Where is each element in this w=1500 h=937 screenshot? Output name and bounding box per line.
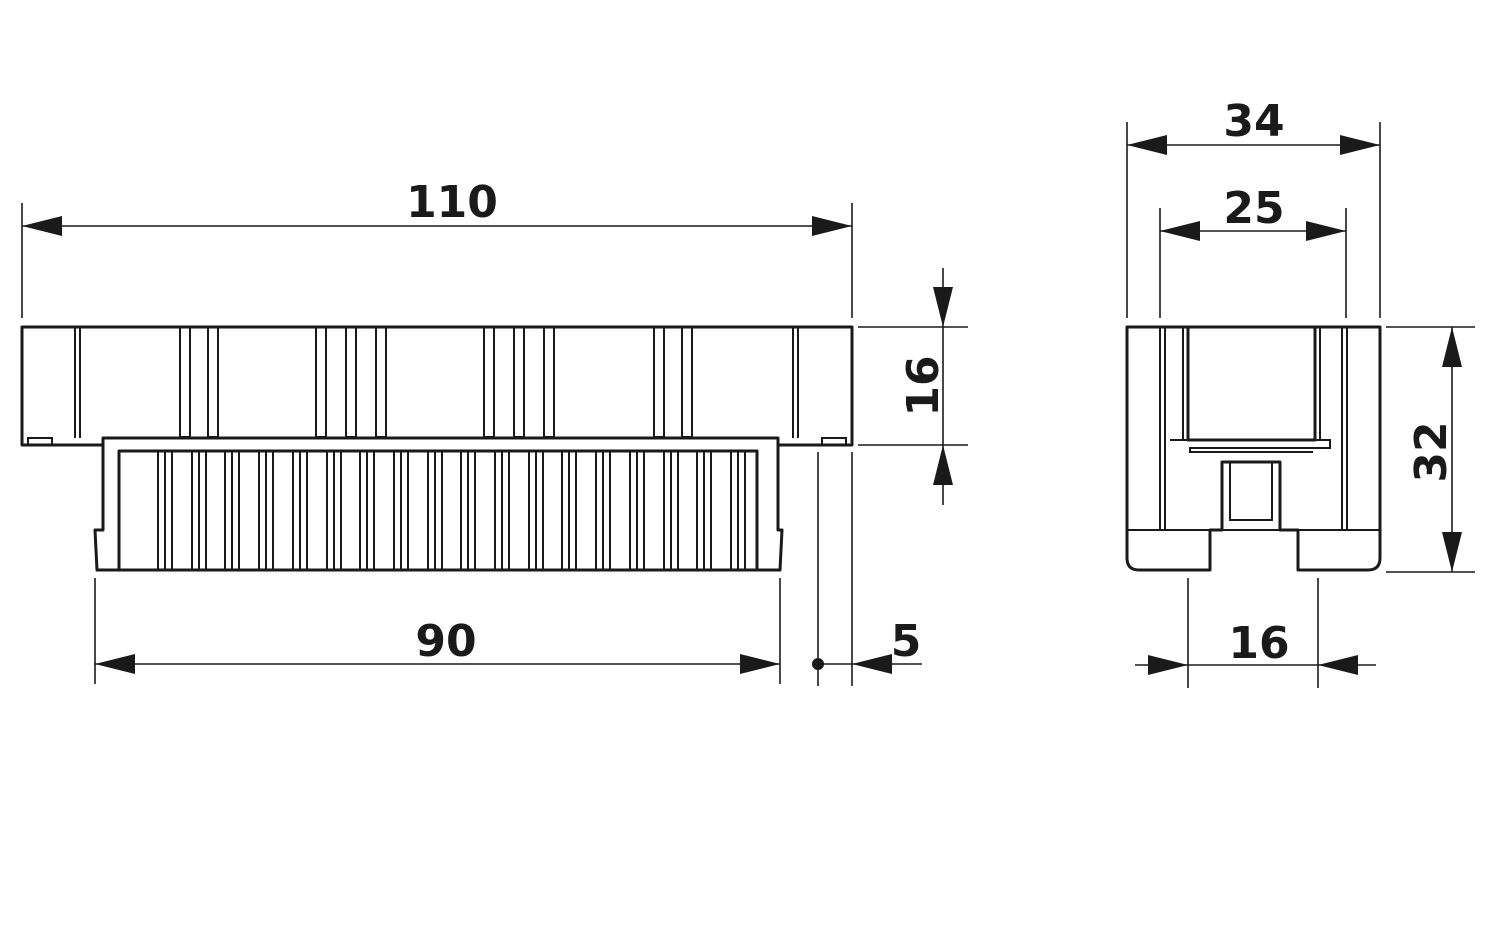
slot: [543, 326, 555, 438]
arrow-head: [22, 216, 62, 236]
arrow-head: [1148, 655, 1188, 675]
arrow-head: [740, 654, 780, 674]
dim-90: 90: [94, 578, 781, 684]
arrow-head: [933, 287, 953, 327]
front-view-flange-outline: [20, 325, 854, 447]
arrow-head: [1127, 135, 1167, 155]
slot: [315, 326, 327, 438]
dim-25: 25: [1159, 183, 1347, 318]
arrow-head: [852, 654, 892, 674]
front-right-ear-tab: [821, 437, 847, 445]
slot: [653, 326, 665, 438]
slot: [345, 326, 357, 438]
dim-32-vertical: 32: [1386, 326, 1475, 573]
dim-16-horizontal: 16: [1135, 578, 1376, 688]
dim-label-34: 34: [1223, 96, 1284, 147]
front-left-ear-tab: [27, 437, 53, 445]
front-view: [20, 325, 854, 572]
side-view: [1125, 325, 1382, 572]
dim-label-16-vertical: 16: [898, 355, 949, 416]
side-view-cavity: [1186, 327, 1317, 442]
slot: [483, 326, 495, 438]
arrow-head: [812, 216, 852, 236]
dim-110: 110: [21, 177, 853, 318]
front-lower-ribs: [157, 451, 746, 570]
slot: [681, 326, 693, 438]
dim-dot: [812, 658, 824, 670]
dim-16-vertical: 16: [858, 268, 968, 505]
dim-label-5: 5: [891, 616, 922, 667]
front-view-pin-block: [117, 449, 759, 572]
arrow-head: [95, 654, 135, 674]
dim-label-90: 90: [415, 616, 476, 667]
arrow-head: [1160, 221, 1200, 241]
slot: [179, 326, 191, 438]
side-view-ledge: [1170, 439, 1331, 453]
arrow-head: [933, 445, 953, 485]
dim-label-16-horizontal: 16: [1228, 618, 1289, 669]
dim-label-32-vertical: 32: [1406, 421, 1457, 482]
arrow-head: [1318, 655, 1358, 675]
front-upper-slots: [179, 326, 693, 438]
slot: [207, 326, 219, 438]
dim-5: 5: [812, 452, 922, 686]
dim-label-25: 25: [1223, 183, 1284, 234]
arrow-head: [1442, 327, 1462, 367]
side-view-pin-slot: [1222, 461, 1280, 521]
slot: [513, 326, 525, 438]
arrow-head: [1442, 532, 1462, 572]
dim-34: 34: [1126, 96, 1381, 318]
slot: [375, 326, 387, 438]
arrow-head: [1340, 135, 1380, 155]
dim-label-110: 110: [406, 177, 498, 228]
arrow-head: [1306, 221, 1346, 241]
